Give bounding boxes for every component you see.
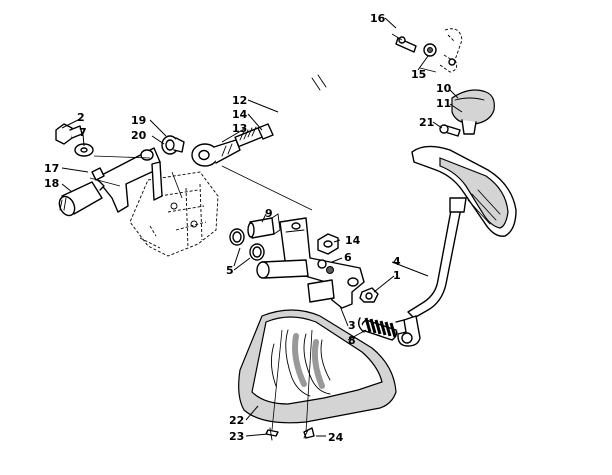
callout-11: 11 xyxy=(436,97,451,110)
pins-washers xyxy=(229,213,281,261)
brake-pedal xyxy=(397,145,517,347)
callout-6: 6 xyxy=(344,251,352,264)
callout-24: 24 xyxy=(328,431,344,444)
nuts xyxy=(317,233,379,303)
callout-2: 2 xyxy=(77,111,85,124)
cover-screws xyxy=(265,427,315,441)
callout-21: 21 xyxy=(419,116,434,129)
callout-14-upper: 14 xyxy=(232,108,248,121)
callout-1: 1 xyxy=(393,269,401,282)
callout-10: 10 xyxy=(436,82,452,95)
callout-19: 19 xyxy=(131,114,146,127)
shift-rod xyxy=(231,42,405,148)
callout-14-lower: 14 xyxy=(345,234,361,247)
callout-23: 23 xyxy=(229,430,244,443)
callout-9: 9 xyxy=(265,207,273,220)
callout-4: 4 xyxy=(393,255,401,268)
callout-15: 15 xyxy=(411,68,426,81)
callout-7: 7 xyxy=(79,126,87,139)
brake-switch xyxy=(58,167,105,217)
return-spring xyxy=(357,317,407,341)
callout-22: 22 xyxy=(229,414,244,427)
switch-bracket xyxy=(95,135,185,213)
assembly-lines xyxy=(89,67,437,433)
rod-end xyxy=(191,139,241,167)
leader-lines xyxy=(61,17,463,437)
pedal-cover xyxy=(238,309,397,424)
knob xyxy=(439,89,495,137)
callout-13: 13 xyxy=(232,122,247,135)
callout-numbers: 16 15 10 11 21 12 14 13 2 7 19 20 17 18 … xyxy=(44,12,452,444)
mounting-plate xyxy=(129,171,219,257)
callout-3: 3 xyxy=(348,319,356,332)
callout-12: 12 xyxy=(232,94,247,107)
callout-18: 18 xyxy=(44,177,59,190)
callout-20: 20 xyxy=(131,129,147,142)
callout-17: 17 xyxy=(44,162,59,175)
callout-16: 16 xyxy=(370,12,386,25)
callout-5: 5 xyxy=(226,264,234,277)
upper-linkage xyxy=(391,28,463,73)
callout-8: 8 xyxy=(348,334,356,347)
screw-washer xyxy=(55,123,94,157)
